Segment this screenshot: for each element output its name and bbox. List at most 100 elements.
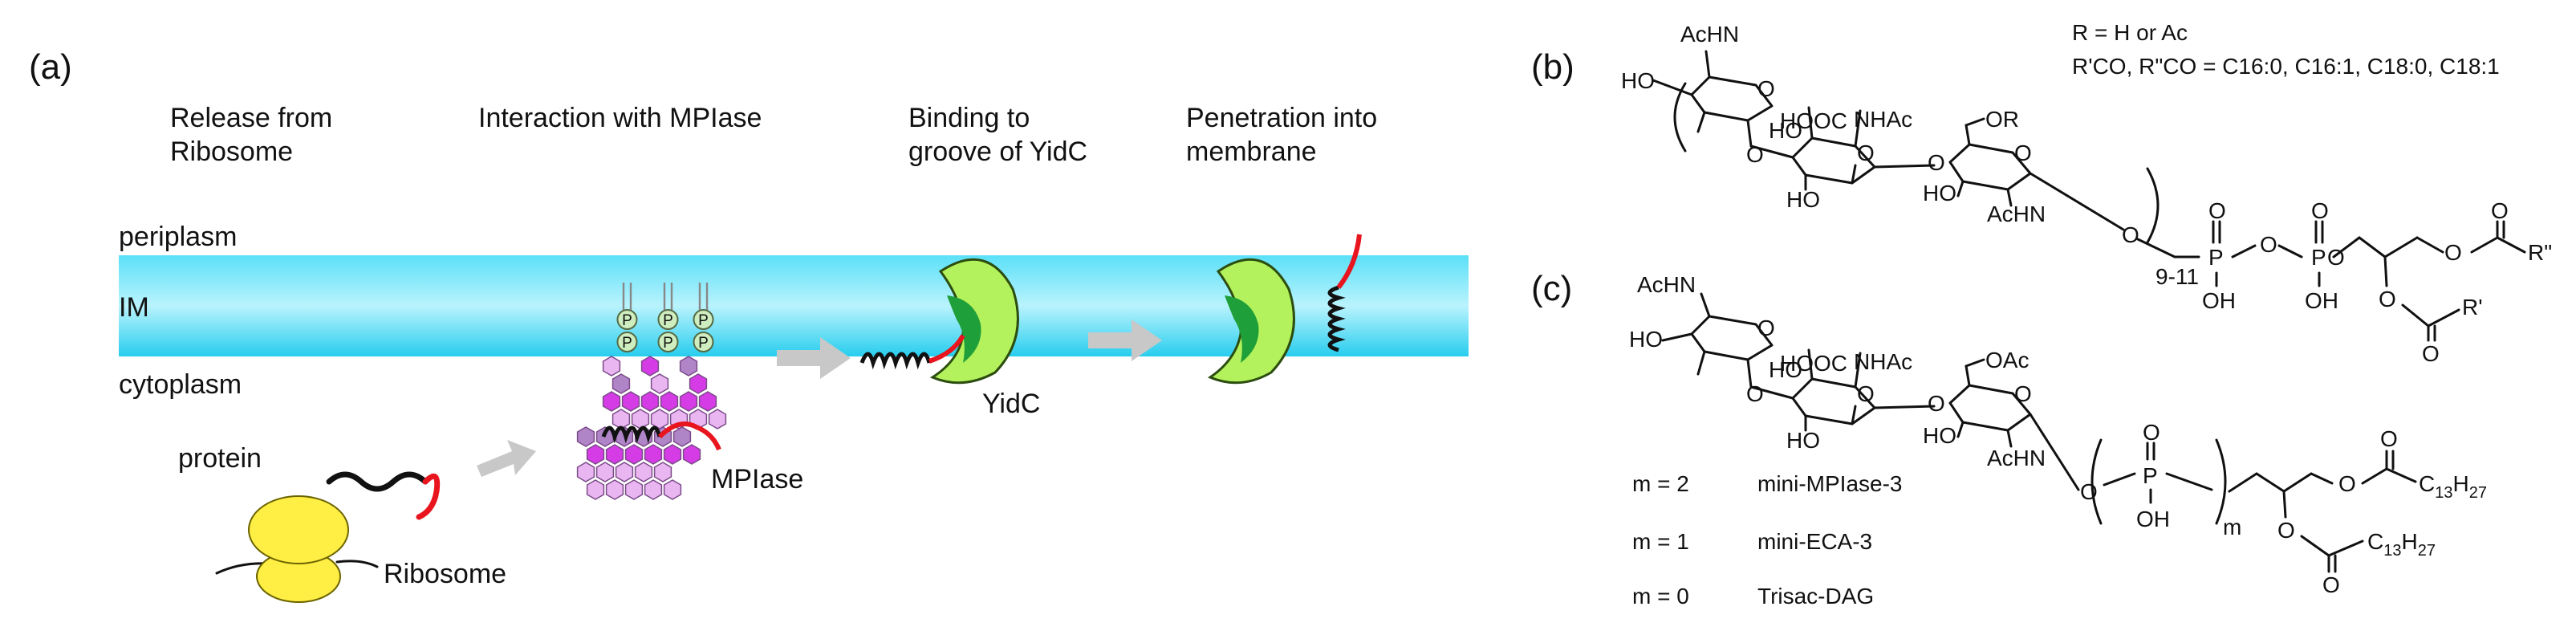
compound-2-name: mini-ECA-3 [1757,529,1872,554]
glycan-hexagon [660,391,679,412]
step-binding-line2: groove of YidC [908,136,1087,167]
step-arrow-3 [1088,320,1162,361]
b-oh1: OH [2202,288,2236,313]
glycan-hexagon [663,479,682,500]
b-achn-top: AcHN [1680,22,1739,47]
compound-1-name: mini-MPIase-3 [1757,471,1902,496]
phosphate-label: P [698,335,709,352]
b-p-oxo1: O [2208,198,2226,223]
b-o4: O [1928,150,1945,175]
glycan-hexagon [644,444,663,465]
c-ho-left: HO [1629,327,1663,352]
b-o2: O [1746,142,1764,167]
glycan-hexagon [602,356,621,377]
c-o5: O [2014,381,2032,406]
b-r-prime: R' [2462,295,2483,320]
c-o-link: O [2080,479,2098,504]
phosphate-group: P [693,309,714,330]
structure-c-bonds [1661,292,2417,573]
c-o2: O [1746,381,1764,406]
b-o-glycerol: O [2327,245,2345,270]
c-oac: OAc [1985,348,2029,372]
b-o5: O [2014,140,2032,165]
c-p: P [2143,463,2158,488]
panel-b-label: (b) [1531,47,1574,87]
glycan-hexagon [611,409,631,429]
b-ho-left: HO [1621,68,1655,93]
b-o1: O [1757,76,1775,101]
step-release-line1: Release from [170,103,332,133]
glycan-hexagon [602,391,621,412]
panel-a-label: (a) [29,47,72,87]
c-ho-sugar1: HO [1769,357,1802,382]
c-ho-sugar3: HO [1923,423,1956,448]
c-o-carbonyl2: O [2322,572,2340,597]
phosphate-group: P [616,309,638,330]
b-achn-sugar3: AcHN [1987,202,2046,226]
phosphate-group: P [657,332,679,352]
glycan-hexagon [586,444,605,465]
b-o-link: O [2122,222,2139,247]
acyl-definition: R'CO, R"CO = C16:0, C16:1, C18:0, C18:1 [2072,54,2500,79]
structure-b-bonds [1652,50,2526,342]
phosphate-label: P [698,312,709,329]
b-hooc: HOOC [1780,108,1847,133]
mpiase-label: MPIase [711,464,803,495]
b-oh2: OH [2305,288,2338,313]
phosphate-label: P [622,312,632,329]
b-ho-sugar2: HO [1786,187,1820,212]
glycan-hexagon [650,409,669,429]
glycan-hexagon [640,391,660,412]
compound-3-name: Trisac-DAG [1757,584,1874,609]
c-ho-sugar2: HO [1786,428,1820,453]
b-p2: P [2311,245,2326,270]
c-p-oxo: O [2143,420,2160,445]
periplasm-label: periplasm [119,222,237,252]
glycan-hexagon [586,479,605,500]
glycan-hexagon [650,373,669,394]
c-o4: O [1928,391,1945,416]
c-chain1: C13H27 [2419,471,2487,502]
yidc-penetration [1207,234,1362,385]
c-o-carbonyl1: O [2380,426,2398,451]
c-m-subscript: m [2223,515,2241,539]
glycan-hexagon [576,426,595,447]
r-definition: R = H or Ac [2072,20,2188,45]
step-binding-line1: Binding to [908,103,1030,133]
glycan-hexagon [595,462,615,482]
b-p-oxo2: O [2311,198,2329,223]
step-release-line2: Ribosome [170,136,293,167]
yidc-binding [859,258,1019,385]
structure-b-atoms: AcHN HO O HO O HOOC NHAc O HO O OR O HO … [1621,22,2552,366]
protein-label: protein [178,443,262,474]
panel-a: (a) Release from Ribosome Interaction wi… [29,47,1469,603]
glycan-hexagon [679,391,698,412]
phosphate-label: P [663,312,673,329]
phosphate-label: P [663,335,673,352]
glycan-hexagon [576,462,595,482]
membrane-label: IM [119,292,149,323]
b-p1: P [2208,245,2224,270]
c-achn-top: AcHN [1637,272,1696,297]
glycan-hexagon [689,373,708,394]
b-or: OR [1985,107,2019,132]
b-o-carbonyl2: O [2422,341,2440,366]
glycan-hexagon [624,444,644,465]
b-o-ester1: O [2444,240,2462,265]
b-o-carbonyl1: O [2491,198,2509,223]
glycan-hexagon [615,462,634,482]
b-o3: O [1857,140,1875,165]
b-nhac: NHAc [1854,107,1912,132]
glycan-hexagon [644,479,663,500]
b-ho-sugar3: HO [1923,181,1956,206]
glycan-hexagon [611,373,631,394]
c-o-ester1: O [2338,471,2356,496]
glycan-hexagon [682,444,701,465]
glycan-hexagon [634,462,653,482]
step-penetration-line2: membrane [1186,136,1317,167]
b-o-bridge: O [2260,232,2277,257]
glycan-hexagon [708,409,727,429]
panel-b: (b) R = H or Ac R'CO, R"CO = C16:0, C16:… [1531,20,2552,366]
